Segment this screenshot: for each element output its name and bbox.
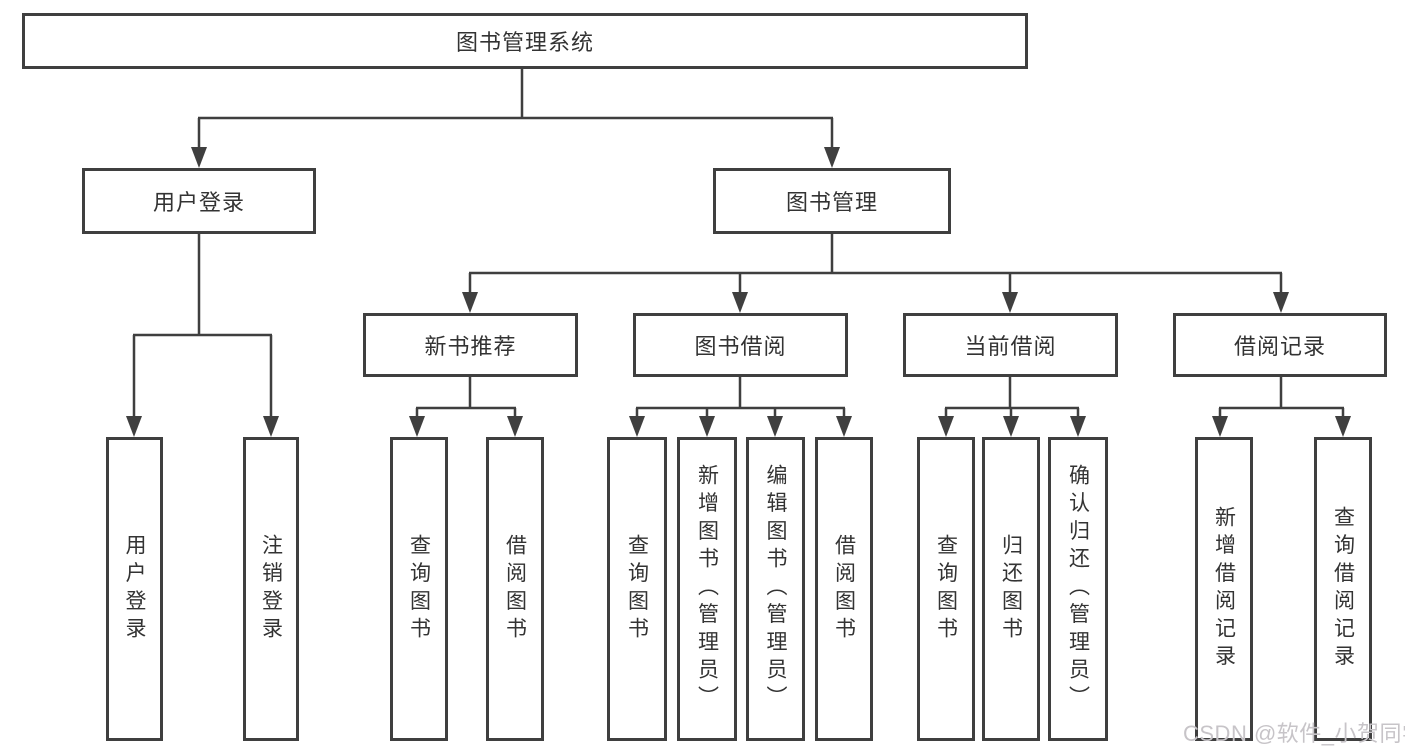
- leaf-label: 用户登录: [123, 533, 146, 645]
- node-user-login: 用户登录: [82, 168, 316, 234]
- leaf-label: 查询图书: [625, 533, 649, 645]
- leaf-label: 查询图书: [934, 533, 958, 645]
- node-new-book-recommend: 新书推荐: [363, 313, 578, 377]
- node-current-borrow: 当前借阅: [903, 313, 1118, 377]
- leaf-query-books-2: 查询图书: [607, 437, 667, 741]
- node-root-system: 图书管理系统: [22, 13, 1028, 69]
- leaf-query-books-1: 查询图书: [390, 437, 448, 741]
- leaf-label: 注销登录: [259, 533, 283, 645]
- leaf-add-book-admin: 新增图书（管理员）: [677, 437, 737, 741]
- leaf-logout: 注销登录: [243, 437, 299, 741]
- leaf-label: 借阅图书: [832, 533, 856, 645]
- node-borrow-records: 借阅记录: [1173, 313, 1387, 377]
- leaf-label: 查询借阅记录: [1331, 505, 1355, 673]
- leaf-label: 新增借阅记录: [1212, 505, 1236, 673]
- leaf-confirm-return-admin: 确认归还（管理员）: [1048, 437, 1108, 741]
- leaf-label: 新增图书（管理员）: [695, 464, 719, 714]
- leaf-borrow-books-1: 借阅图书: [486, 437, 544, 741]
- leaf-user-login: 用户登录: [106, 437, 163, 741]
- leaf-label: 归还图书: [999, 533, 1023, 645]
- leaf-edit-book-admin: 编辑图书（管理员）: [746, 437, 805, 741]
- leaf-label: 借阅图书: [503, 533, 527, 645]
- csdn-watermark: CSDN @软件_小贺同学: [1183, 721, 1405, 746]
- leaf-label: 编辑图书（管理员）: [764, 464, 787, 714]
- leaf-query-borrow-record: 查询借阅记录: [1314, 437, 1372, 741]
- node-book-management: 图书管理: [713, 168, 951, 234]
- leaf-label: 查询图书: [407, 533, 431, 645]
- leaf-label: 确认归还（管理员）: [1066, 464, 1090, 714]
- leaf-return-book: 归还图书: [982, 437, 1040, 741]
- node-book-borrow: 图书借阅: [633, 313, 848, 377]
- leaf-borrow-books-2: 借阅图书: [815, 437, 873, 741]
- leaf-add-borrow-record: 新增借阅记录: [1195, 437, 1253, 741]
- leaf-query-books-3: 查询图书: [917, 437, 975, 741]
